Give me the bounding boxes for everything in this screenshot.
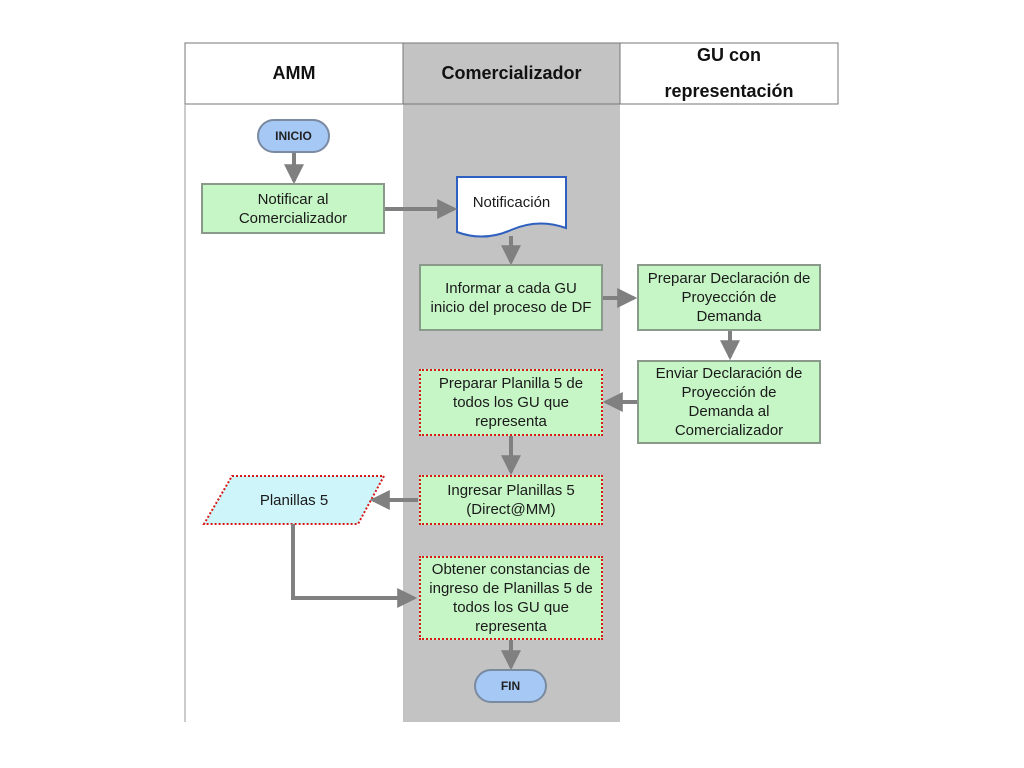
preparar-declaracion-box: Preparar Declaración de Proyección de De… (637, 264, 821, 331)
informar-gu-box: Informar a cada GU inicio del proceso de… (419, 264, 603, 331)
lane-header-amm: AMM (272, 63, 316, 83)
enviar-declaracion-box: Enviar Declaración de Proyección de Dema… (637, 360, 821, 444)
lane-header-frame (184, 42, 839, 105)
preparar-planilla-box: Preparar Planilla 5 de todos los GU que … (419, 369, 603, 436)
planillas-data-label: Planillas 5 (259, 491, 329, 509)
ingresar-planillas-box: Ingresar Planillas 5 (Direct@MM) (419, 475, 603, 525)
notificar-comercializador-box: Notificar al Comercializador (201, 183, 385, 234)
planillas-data-shape (202, 475, 386, 525)
notificacion-document-label: Notificación (472, 193, 551, 211)
lane-header-gu: GU con representación (664, 45, 794, 101)
obtener-constancias-box: Obtener constancias de ingreso de Planil… (419, 556, 603, 640)
lane-header-comercializador: Comercializador (441, 63, 582, 83)
arrow-planillas-to-obtener (291, 524, 418, 608)
notificacion-document-shape (456, 176, 567, 238)
fin-terminal: FIN (474, 669, 547, 703)
inicio-terminal: INICIO (257, 119, 330, 153)
